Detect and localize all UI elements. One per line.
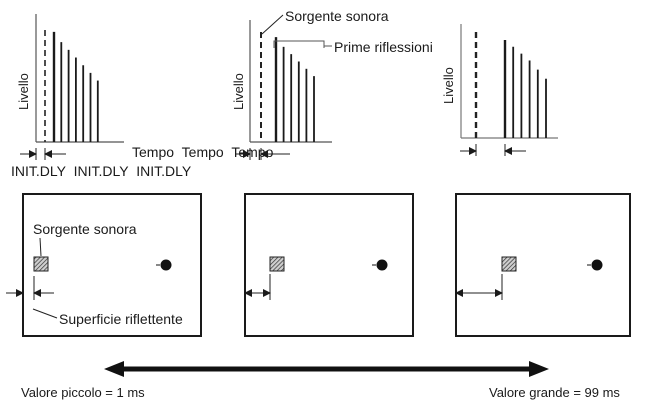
room-3-box [455, 193, 631, 337]
graph-3: Livello [441, 24, 558, 156]
room-2-box [244, 193, 414, 337]
room-2-sound-source [269, 256, 285, 272]
svg-text:Tempo Tempo Tempo: Tempo Tempo Tempo [132, 144, 274, 160]
init-dly-label-2: INIT.DLY [74, 163, 130, 179]
room-3 [455, 193, 631, 337]
graph-2: Livello Sorgente sonora Prime riflession… [231, 8, 433, 160]
init-dly-label-1: INIT.DLY [11, 163, 67, 179]
room-2-listener [376, 259, 388, 271]
room-1-sound-source-label: Sorgente sonora [33, 221, 137, 237]
graph-1-level-label: Livello [16, 73, 31, 110]
room-3-listener [591, 259, 603, 271]
large-value-label: Valore grande = 99 ms [489, 385, 620, 400]
early-reflections-callout: Prime riflessioni [334, 39, 433, 55]
room-2 [244, 193, 414, 337]
time-label-1: Tempo [132, 144, 174, 160]
room-1-sound-source [33, 256, 49, 272]
value-scale-arrow-left [104, 361, 124, 377]
graph-3-level-label: Livello [441, 67, 456, 104]
graph-2-level-label: Livello [231, 73, 246, 110]
room-3-sound-source [501, 256, 517, 272]
small-value-label: Valore piccolo = 1 ms [21, 385, 145, 400]
graph-3-reflections [503, 39, 547, 138]
graph-1: Livello [16, 14, 124, 160]
value-scale-arrow-right [529, 361, 549, 377]
room-1: Sorgente sonora Superficie riflettente [6, 193, 202, 337]
graph-2-reflections [274, 37, 315, 142]
time-label-2: Tempo [182, 144, 224, 160]
graph-1-reflections [52, 31, 99, 142]
reflective-surface-label: Superficie riflettente [59, 311, 183, 327]
time-label-3: Tempo [231, 144, 273, 160]
init-dly-label-3: INIT.DLY [136, 163, 192, 179]
room-1-listener [160, 259, 172, 271]
value-scale: Valore piccolo = 1 ms Valore grande = 99… [21, 361, 620, 400]
sound-source-callout: Sorgente sonora [285, 8, 389, 24]
svg-text:INIT.DLY INIT.DLY INIT: INIT.DLY INIT.DLY INIT.DLY [11, 163, 192, 179]
room-1-box [22, 193, 202, 337]
